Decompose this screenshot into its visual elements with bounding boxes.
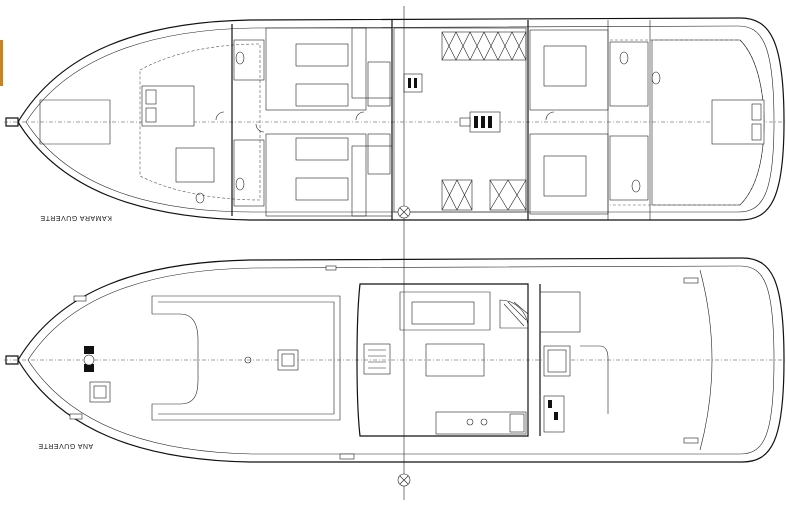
sink-icon: [480, 418, 488, 426]
engine-room: [393, 27, 527, 213]
master-bed: [711, 99, 765, 145]
engine-icon: [459, 111, 501, 133]
cleat-icon: [683, 437, 699, 444]
hatch-icon: [89, 381, 111, 403]
fwd-bed-pillow: [145, 89, 157, 105]
cleat-icon: [339, 453, 355, 460]
lower-hull-inner-line: [25, 25, 775, 213]
aft-cabin-port: [529, 29, 609, 111]
cleat-icon: [73, 295, 87, 302]
sofa-cushion: [411, 301, 475, 325]
main-deck-label: ANA GUVERTE: [38, 442, 94, 449]
aft-cabin-bed: [543, 155, 587, 197]
cleat-icon: [325, 265, 337, 271]
stair-well: [367, 61, 391, 107]
cabin-bed: [295, 177, 349, 201]
door-arc: [215, 111, 225, 121]
hatch-icon: [277, 349, 299, 371]
sunpad-inner: [158, 301, 335, 415]
aft-deck-curve: [699, 269, 713, 451]
head-fwd-port: [233, 39, 265, 81]
cabin-bed: [295, 137, 349, 161]
engine-room-frame: [393, 27, 527, 213]
aft-head-port: [609, 41, 649, 107]
cabin-bed: [295, 83, 349, 107]
salon-sofa: [399, 291, 491, 331]
galley-counter: [435, 411, 527, 435]
propeller-icon: [397, 205, 411, 219]
sink-icon: [466, 418, 474, 426]
fwd-cabin-bed-2: [175, 147, 215, 183]
edge-accent-strip: [0, 40, 3, 86]
cabin-bed: [295, 43, 349, 67]
stove-icon: [509, 413, 525, 433]
cleat-icon: [683, 277, 699, 284]
cleat-icon: [69, 413, 83, 420]
stair-well: [367, 133, 391, 175]
tank-row-bottom: [441, 179, 527, 211]
tank-row-top: [441, 31, 527, 61]
main-deck-plan: [4, 257, 786, 463]
cockpit-bench: [580, 345, 609, 414]
lower-bow-tip: [5, 117, 19, 127]
toilet-icon: [619, 51, 629, 65]
toilet-icon: [631, 179, 641, 193]
anchor-windlass-icon: [83, 346, 95, 372]
aft-cabin-bed: [543, 45, 587, 87]
door-arc: [355, 111, 365, 121]
deckhouse-salon: [356, 283, 529, 437]
guest-cabin-stbd: [265, 133, 367, 217]
aft-locker: [539, 291, 581, 333]
propeller-icon: [397, 473, 411, 487]
control-panel: [543, 395, 565, 433]
cabin-wardrobe: [351, 27, 393, 99]
cabin-wardrobe: [351, 145, 393, 217]
guest-cabin-port: [265, 27, 367, 111]
forepeak-locker: [39, 99, 111, 145]
toilet-icon: [195, 192, 205, 204]
lower-hull-outline: [17, 17, 785, 221]
foredeck-sunpad: [151, 295, 341, 421]
fwd-bed-pillow: [145, 107, 157, 123]
spiral-stair: [499, 299, 529, 329]
cabin-boundary-dashed: [139, 43, 261, 201]
lower-deck-plan: [4, 17, 786, 221]
main-hull-inner-line: [27, 265, 775, 455]
companionway-stairs: [363, 343, 391, 375]
head-fwd-stbd: [233, 139, 265, 207]
main-bow-tip: [5, 355, 19, 365]
toilet-icon: [235, 51, 245, 65]
fwd-cabin-bed: [141, 85, 195, 127]
toilet-icon: [235, 177, 245, 191]
salon-table: [425, 343, 485, 377]
aft-cabin-stbd: [529, 133, 609, 215]
door-arc: [255, 123, 265, 133]
generator-box: [403, 73, 423, 93]
deck-fitting: [244, 356, 252, 364]
door-arc: [545, 111, 555, 121]
helm-station: [543, 345, 571, 377]
lower-deck-label: KAMARA GUVERTE: [40, 214, 112, 221]
aft-head-stbd: [609, 135, 649, 201]
toilet-icon: [651, 71, 661, 85]
